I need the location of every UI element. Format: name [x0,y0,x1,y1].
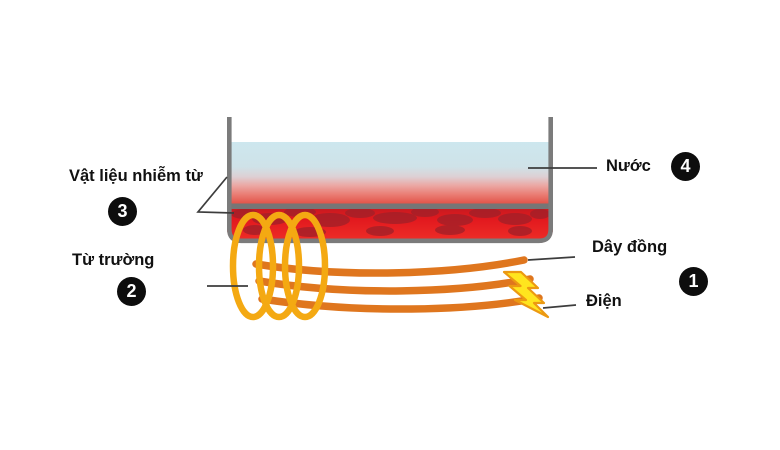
label-magnetic-field: Từ trường [72,251,155,269]
pointer-electricity [542,304,577,309]
label-water: Nước [606,157,651,175]
copper-wire-3 [258,294,543,313]
separator-plate [227,203,553,209]
badge-4: 4 [671,152,700,181]
pot-outline [227,117,553,244]
badge-2: 2 [117,277,146,306]
lightning-bolt-icon [502,270,550,319]
copper-wire-1 [252,256,528,277]
badge-1: 1 [679,267,708,296]
induction-coil-icon [229,211,329,321]
pointer-lines [196,167,597,309]
label-copper-wire: Dây đồng [592,238,668,256]
badge-3: 3 [108,197,137,226]
pot-group [227,117,553,244]
label-magnetic-material: Vật liệu nhiễm từ [69,167,203,185]
pointer-wire [527,256,576,261]
pointer-material-fork [196,176,235,214]
water-fill [231,142,549,204]
label-electricity: Điện [586,292,622,310]
